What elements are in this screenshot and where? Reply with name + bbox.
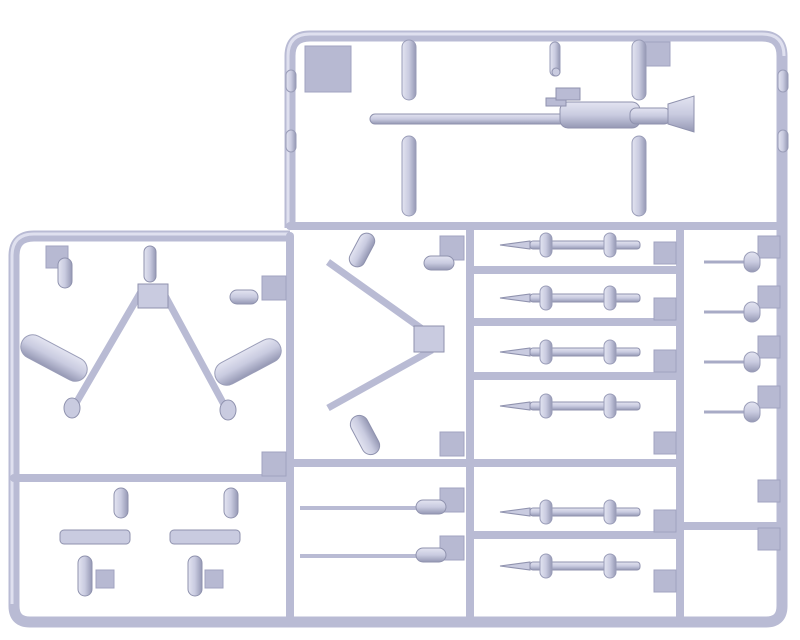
- bipod-part: [57, 245, 259, 421]
- rocket-part: [499, 232, 641, 258]
- rocket-part: [499, 553, 641, 579]
- sprue-frame: [8, 30, 788, 628]
- small-rod: [704, 351, 761, 373]
- rocket-part: [499, 393, 641, 419]
- left-box-sprue-bars: [20, 334, 282, 386]
- rocket-part: [499, 339, 641, 365]
- small-rod-parts: [704, 251, 761, 423]
- bipod-part-2: [325, 232, 455, 456]
- top-connectors: [285, 39, 789, 217]
- rocket-part: [499, 499, 641, 525]
- small-rod: [704, 301, 761, 323]
- small-rod: [704, 251, 761, 273]
- gate-tabs: [45, 41, 781, 593]
- rocket-part: [499, 285, 641, 311]
- sprue-frame-highlight: [10, 32, 786, 604]
- small-rod: [704, 401, 761, 423]
- rod-parts: [300, 499, 447, 563]
- mount-parts: [59, 487, 241, 597]
- rocket-rows: [499, 232, 641, 579]
- inner-runners: [10, 222, 786, 626]
- launcher-part: [369, 67, 695, 133]
